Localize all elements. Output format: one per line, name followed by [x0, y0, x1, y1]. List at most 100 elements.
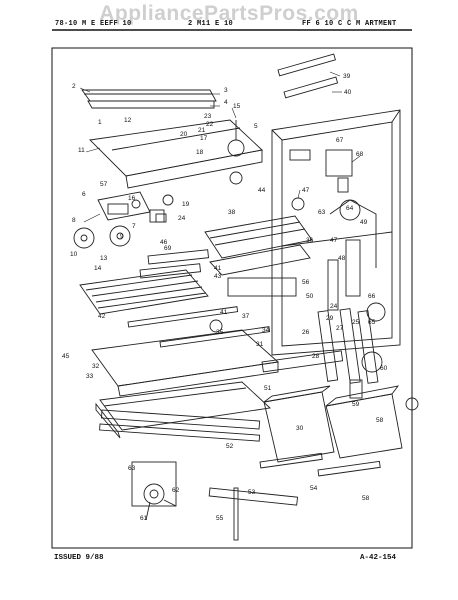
front-rail	[81, 89, 217, 102]
callout-19: 19	[182, 201, 190, 208]
callout-8: 8	[72, 217, 76, 224]
callout-35: 35	[216, 329, 224, 336]
callout-50: 50	[306, 293, 314, 300]
bottom-rail	[261, 350, 344, 373]
callout-63-top: 63	[318, 209, 326, 216]
callout-66: 66	[368, 293, 376, 300]
callout-69: 69	[164, 245, 172, 252]
control-knob-shape	[227, 139, 245, 157]
callout-5: 5	[254, 123, 258, 130]
callout-49: 49	[360, 219, 368, 226]
cabinet-liner	[271, 109, 401, 356]
fan-blade-shape	[73, 227, 95, 249]
callout-32: 32	[92, 363, 100, 370]
drain-tube	[233, 487, 239, 541]
callout-24b: 24	[330, 303, 338, 310]
callout-41b: 41	[220, 309, 228, 316]
callout-11: 11	[78, 147, 85, 154]
callout-54: 54	[310, 485, 318, 492]
freezer-shelf-right	[204, 215, 313, 259]
diagram-frame	[51, 47, 413, 549]
fan-bracket	[97, 191, 151, 221]
callout-59: 59	[352, 401, 360, 408]
callout-27: 27	[336, 325, 344, 332]
callout-55: 55	[216, 515, 224, 522]
callout-10: 10	[70, 251, 78, 258]
callout-44: 44	[258, 187, 266, 194]
callout-45: 45	[62, 353, 70, 360]
drawing-lines	[73, 53, 419, 541]
callout-62: 62	[172, 487, 180, 494]
callout-58: 58	[376, 417, 384, 424]
callout-16: 16	[128, 195, 136, 202]
callout-29: 29	[326, 315, 334, 322]
callout-18: 18	[196, 149, 204, 156]
callout-63: 63	[128, 465, 136, 472]
callout-6: 6	[82, 191, 86, 198]
callout-38: 38	[228, 209, 236, 216]
callout-4: 4	[224, 99, 228, 106]
callout-43: 43	[214, 273, 222, 280]
callout-33: 33	[86, 373, 94, 380]
callout-17: 17	[200, 135, 208, 142]
rail-trim	[87, 100, 215, 109]
callout-21: 21	[198, 127, 206, 134]
callout-15: 15	[233, 103, 241, 110]
callout-22: 22	[206, 121, 214, 128]
callout-60: 60	[380, 365, 388, 372]
roller-wheel	[143, 483, 165, 505]
callout-68: 68	[356, 151, 364, 158]
callout-57: 57	[100, 181, 108, 188]
callout-23: 23	[204, 113, 212, 120]
callout-39: 39	[343, 73, 351, 80]
leader-lines	[79, 71, 361, 223]
freezer-basket	[227, 277, 297, 297]
callout-53: 53	[248, 489, 256, 496]
callout-30: 30	[296, 425, 304, 432]
callout-1: 1	[98, 119, 102, 126]
header-model-left: 78-10 M E EEFF 10	[55, 20, 132, 28]
callout-26: 26	[302, 329, 310, 336]
callout-20: 20	[180, 131, 188, 138]
callout-46: 46	[160, 239, 168, 246]
header-model-middle: 2 M11 E 10	[188, 20, 234, 28]
callout-52: 52	[226, 443, 234, 450]
ice-tray-1	[147, 249, 210, 265]
callout-58b: 58	[362, 495, 370, 502]
callout-48: 48	[338, 255, 346, 262]
callout-37: 37	[242, 313, 250, 320]
callout-25: 25	[352, 319, 360, 326]
callout-14: 14	[94, 265, 102, 272]
callout-56: 56	[302, 279, 310, 286]
callout-46b: 47	[302, 187, 310, 194]
callout-31: 31	[256, 341, 264, 348]
callout-41: 41	[214, 265, 222, 272]
callout-2: 2	[72, 83, 76, 90]
callout-65: 65	[368, 319, 376, 326]
callout-47: 47	[330, 237, 338, 244]
callout-40: 40	[344, 89, 352, 96]
diagram-code: A-42-154	[360, 554, 397, 562]
callout-28: 28	[312, 353, 320, 360]
light-bulb-shape	[162, 194, 174, 206]
callout-labels: 2 3 4 15 39 40 1 12 23 22 21 20 17 5 11 …	[62, 73, 388, 522]
callout-3: 3	[224, 87, 228, 94]
header-section-title: FF 6 10 C C M ARTMENT	[302, 20, 397, 28]
watermark: AppliancePartsPros.com	[99, 2, 359, 25]
callout-67: 67	[336, 137, 344, 144]
callout-64: 64	[346, 205, 354, 212]
callout-42: 42	[98, 313, 106, 320]
callout-7: 7	[132, 223, 136, 230]
callout-61: 61	[140, 515, 148, 522]
callout-13: 13	[100, 255, 108, 262]
callout-34: 34	[262, 327, 270, 334]
callout-36: 36	[306, 237, 314, 244]
issued-date: ISSUED 9/88	[54, 554, 104, 562]
shelf-trim	[100, 409, 261, 430]
freezer-shelf-left	[79, 269, 209, 315]
callout-51: 51	[264, 385, 272, 392]
callout-9: 9	[120, 233, 124, 240]
callout-12: 12	[124, 117, 132, 124]
